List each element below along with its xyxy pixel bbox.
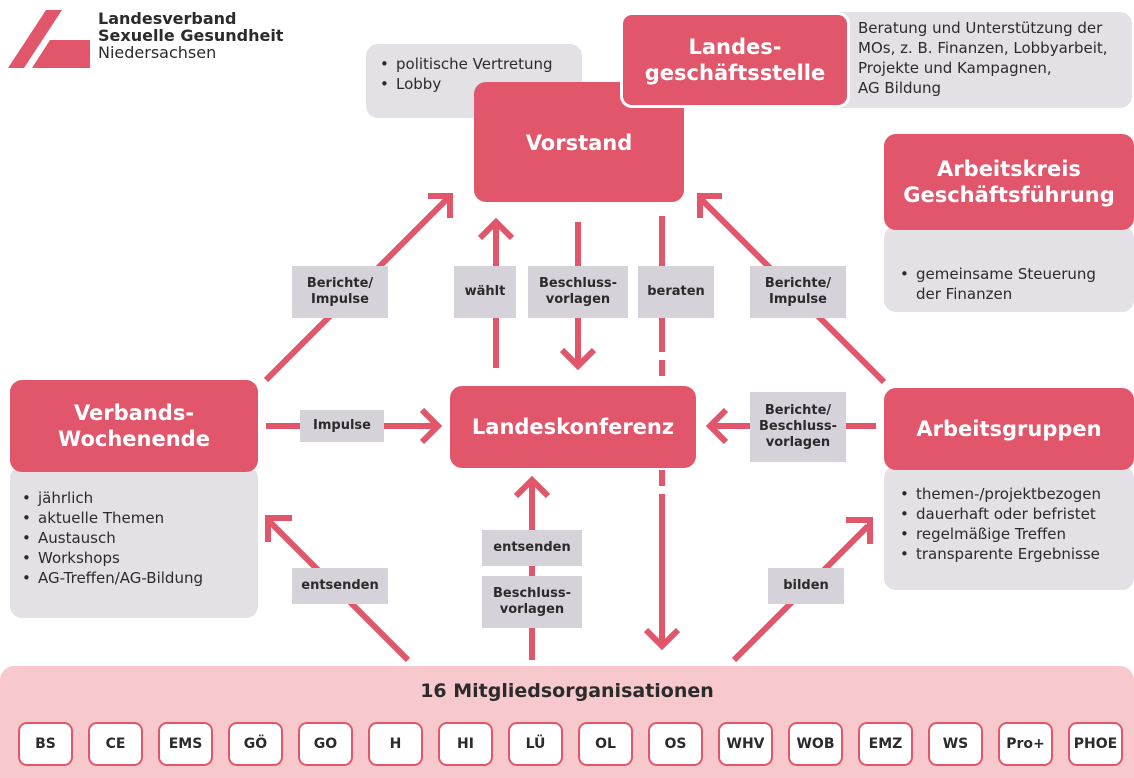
wochenende-note-4: Workshops [20,548,203,568]
vorstand-notes-panel: politische Vertretung Lobby [366,44,582,118]
tag-entsenden-left: entsenden [292,568,388,604]
arrow-entsenden-center [513,475,551,660]
arbeitskreis-notes-panel: gemeinsame Steuerung der Finanzen [884,226,1134,312]
member-list: BS CE EMS GÖ GO H HI LÜ OL OS WHV WOB EMZ WS Pro+ PHOE [18,722,1128,768]
tag-berichte-left: Berichte/ Impulse [292,266,388,318]
member-org-bs: BS [18,722,73,766]
arbeitsgruppen-note-3: regelmäßige Treffen [898,524,1101,544]
wochenende-note-3: Austausch [20,528,203,548]
member-org-h: H [368,722,423,766]
verbandswochenende-box: Verbands- Wochenende [10,380,258,472]
arbeitsgruppen-note-4: transparente Ergebnisse [898,544,1101,564]
member-org-ce: CE [88,722,143,766]
logo-mark [8,10,90,68]
tag-bilden: bilden [768,568,844,604]
members-title: 16 Mitgliedsorganisationen [420,680,714,702]
tag-entsenden-center: entsenden [482,530,582,566]
member-org-whv: WHV [718,722,773,766]
logo-text: Landesverband Sexuelle Gesundheit Nieder… [98,10,283,61]
arbeitsgruppen-box: Arbeitsgruppen [884,388,1134,470]
member-org-ws: WS [928,722,983,766]
tag-berichte-beschluss: Berichte/ Beschluss- vorlagen [750,392,846,462]
arbeitsgruppen-note-2: dauerhaft oder befristet [898,504,1101,524]
tag-beschluss-down: Beschluss- vorlagen [528,266,628,318]
member-org-phoe: PHOE [1068,722,1123,766]
member-org-hi: HI [438,722,493,766]
tag-waehlt: wählt [454,266,516,318]
member-org-go: GO [298,722,353,766]
arbeitsgruppen-notes-panel: themen-/projektbezogen dauerhaft oder be… [884,466,1134,590]
member-org-ems: EMS [158,722,213,766]
wochenende-note-1: jährlich [20,488,203,508]
arrow-landeskonferenz-to-members [643,470,681,651]
vorstand-note-2: Lobby [378,74,553,94]
member-org-pro-: Pro+ [998,722,1053,766]
geschaeftsstelle-box: Landes- geschäftsstelle [620,12,850,108]
vorstand-note-1: politische Vertretung [378,54,553,74]
landeskonferenz-box: Landeskonferenz [450,386,696,468]
arbeitsgruppen-note-1: themen-/projektbezogen [898,484,1101,504]
member-org-emz: EMZ [858,722,913,766]
arbeitskreis-box: Arbeitskreis Geschäftsführung [884,134,1134,230]
verbandswochenende-notes-panel: jährlich aktuelle Themen Austausch Works… [10,466,258,618]
member-org-gö: GÖ [228,722,283,766]
tag-impulse: Impulse [300,410,384,442]
tag-berichte-right: Berichte/ Impulse [750,266,846,318]
tag-beschluss-up: Beschluss- vorlagen [482,576,582,628]
logo-line-1: Landesverband [98,9,237,28]
member-org-ol: OL [578,722,633,766]
tag-beraten: beraten [638,266,714,318]
arbeitskreis-note-1: gemeinsame Steuerung der Finanzen [898,264,1096,304]
member-org-wob: WOB [788,722,843,766]
logo-line-3: Niedersachsen [98,43,217,62]
member-org-lü: LÜ [508,722,563,766]
logo-line-2: Sexuelle Gesundheit [98,26,284,45]
geschaeftsstelle-note: Beratung und Unterstützung der MOs, z. B… [858,19,1108,97]
wochenende-note-5: AG-Treffen/AG-Bildung [20,568,203,588]
wochenende-note-2: aktuelle Themen [20,508,203,528]
member-org-os: OS [648,722,703,766]
